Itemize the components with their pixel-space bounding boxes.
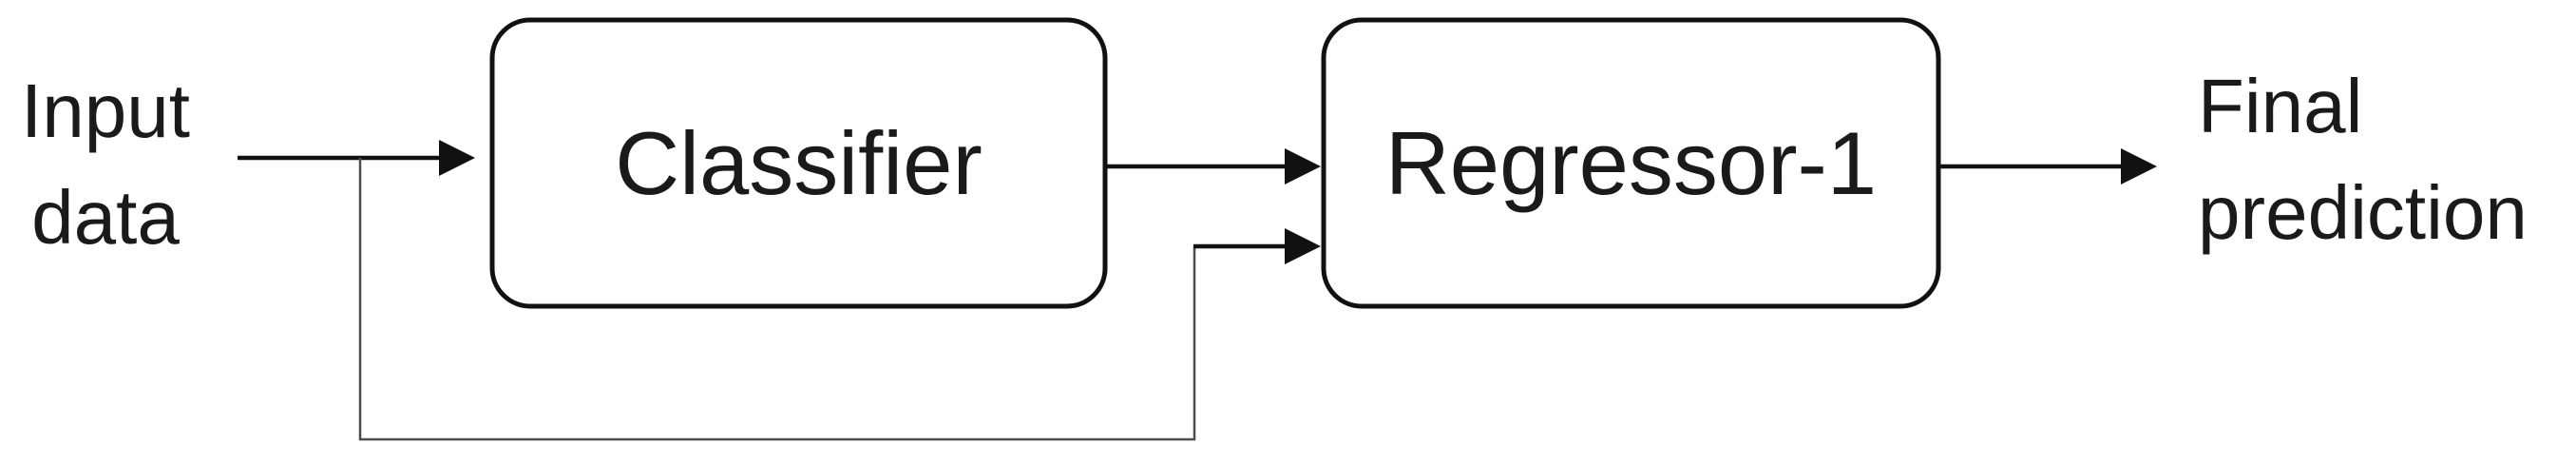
input-data-label-line2: data	[31, 175, 180, 260]
final-prediction-label-line1: Final	[2198, 64, 2363, 148]
input-arrow	[238, 140, 475, 176]
bypass-route-line	[358, 158, 1196, 441]
output-arrow	[1938, 148, 2157, 184]
classifier-node-label: Classifier	[615, 112, 983, 213]
classifier-to-regressor-arrow	[1105, 148, 1321, 184]
classifier-box	[489, 17, 1108, 309]
final-prediction-label: Final prediction	[2198, 53, 2528, 266]
input-data-label: Input data	[0, 58, 211, 271]
final-prediction-label-line2: prediction	[2198, 170, 2528, 255]
bypass-arrow	[358, 158, 1321, 441]
regressor-box	[1321, 17, 1941, 309]
classifier-to-regressor-arrowhead-icon	[1285, 148, 1321, 184]
regressor-node-label: Regressor-1	[1384, 112, 1878, 213]
bypass-arrowhead-icon	[1285, 228, 1321, 264]
input-data-label-line1: Input	[21, 68, 190, 153]
output-arrowhead-icon	[2121, 148, 2157, 184]
input-arrowhead-icon	[439, 140, 475, 176]
